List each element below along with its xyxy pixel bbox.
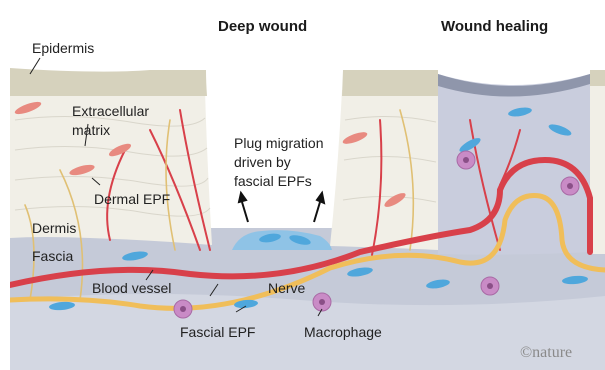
nature-credit: ©nature (520, 344, 572, 362)
epidermis-right-edge (590, 70, 605, 86)
label-fascial-epf: Fascial EPF (180, 324, 255, 341)
label-dermal-epf: Dermal EPF (94, 191, 170, 208)
epidermis-middle (342, 70, 438, 96)
label-plug-migration: Plug migration driven by fascial EPFs (234, 134, 324, 191)
label-nerve: Nerve (268, 280, 305, 297)
heading-deep-wound: Deep wound (218, 18, 307, 35)
label-blood-vessel: Blood vessel (92, 280, 171, 297)
label-macrophage: Macrophage (304, 324, 382, 341)
label-dermis: Dermis (32, 220, 76, 237)
label-epidermis: Epidermis (32, 40, 94, 57)
dermis-middle (330, 90, 438, 250)
label-extracellular-matrix: Extracellular matrix (72, 102, 149, 140)
heading-wound-healing: Wound healing (441, 18, 548, 35)
epidermis-left (10, 68, 207, 96)
label-fascia: Fascia (32, 248, 73, 265)
